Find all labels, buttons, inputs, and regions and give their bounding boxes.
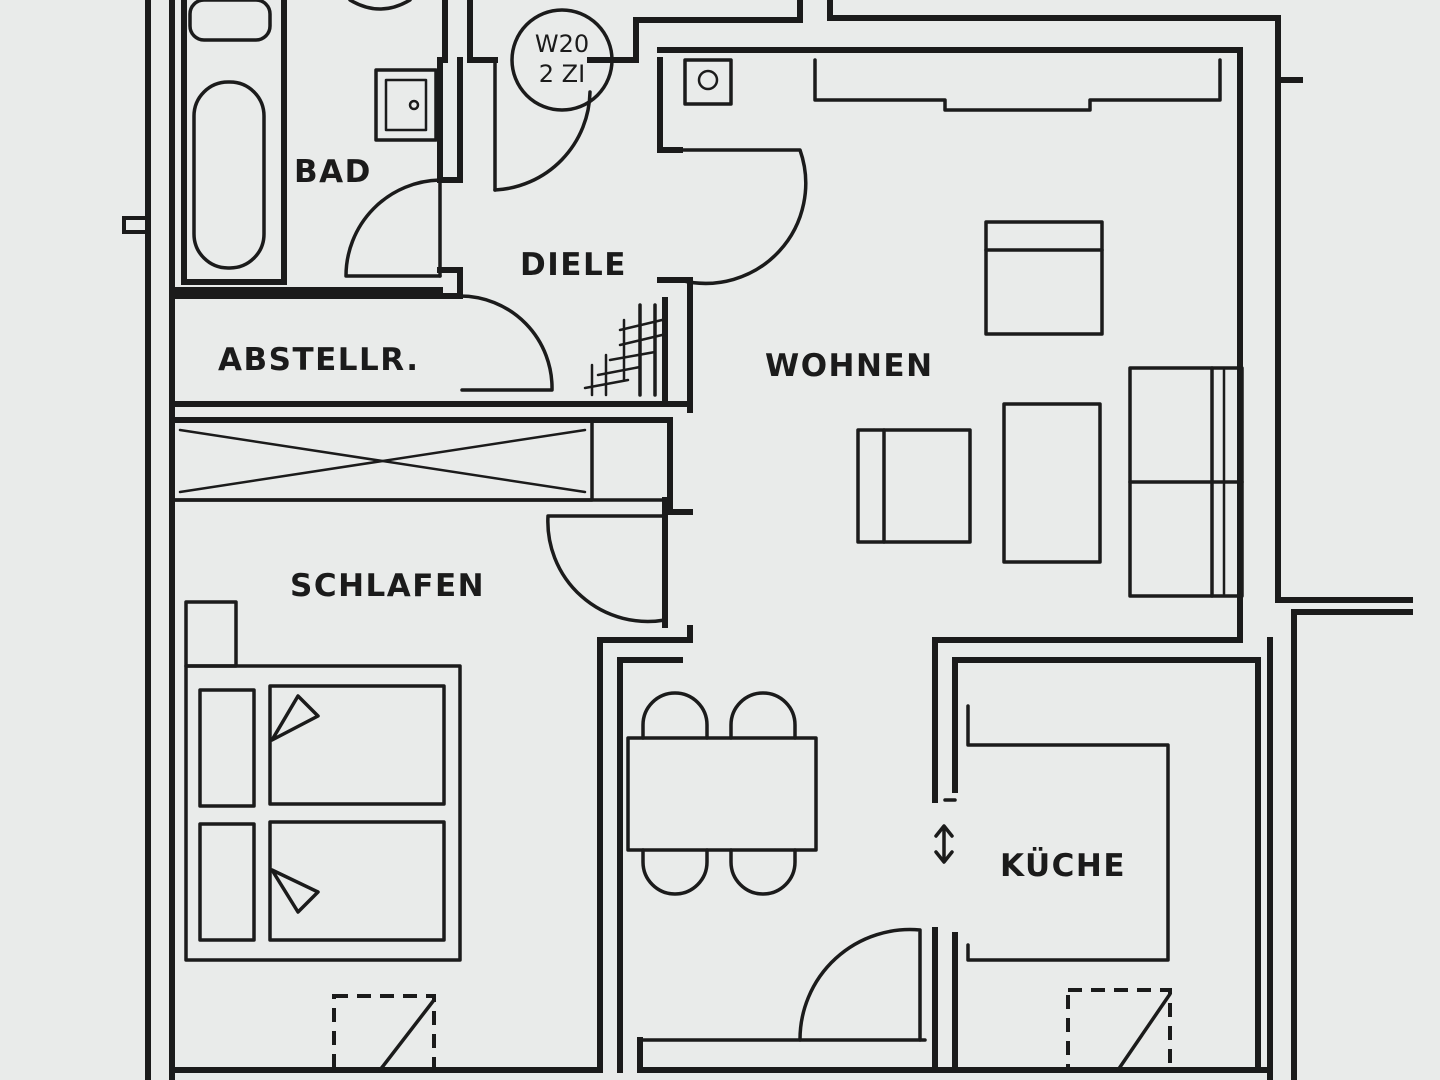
- storage-room: ABSTELLR.: [169, 342, 693, 423]
- wardrobe: [170, 417, 693, 515]
- room-label-schlafen: SCHLAFEN: [290, 568, 485, 604]
- room-label-wohnen: WOHNEN: [765, 348, 934, 384]
- hallway: DIELE: [169, 57, 808, 413]
- room-label-abstellraum: ABSTELLR.: [218, 342, 420, 378]
- outer-walls: [122, 0, 1413, 1080]
- unit-tag: W20 2 ZI: [510, 8, 614, 112]
- living-room: WOHNEN: [546, 58, 1244, 628]
- room-label-bad: BAD: [294, 154, 372, 190]
- dining-table: [626, 691, 818, 896]
- partition-walls: [597, 625, 1261, 1073]
- unit-tag-rooms: 2 ZI: [539, 60, 585, 88]
- bathroom: BAD: [169, 0, 463, 293]
- unit-tag-number: W20: [535, 30, 589, 58]
- hatch-marks: [583, 303, 664, 397]
- room-label-diele: DIELE: [520, 247, 627, 283]
- bedroom: SCHLAFEN: [184, 568, 485, 1072]
- room-label-kueche: KÜCHE: [1000, 847, 1126, 884]
- kitchen: KÜCHE: [934, 704, 1172, 1072]
